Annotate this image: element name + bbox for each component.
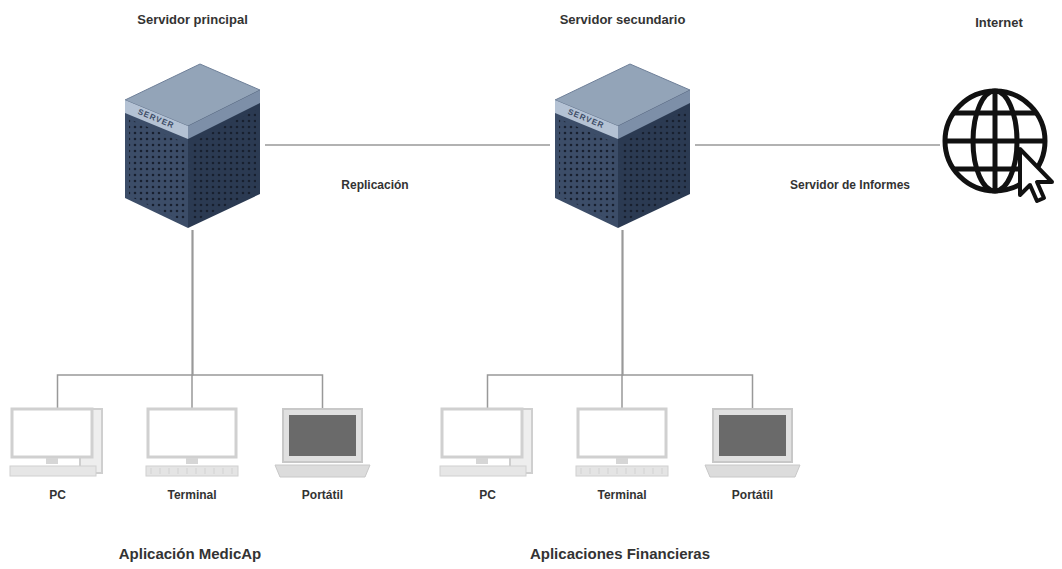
pc-icon: PC xyxy=(10,408,105,480)
server-front xyxy=(555,100,618,228)
device-label: Portátil xyxy=(732,488,773,502)
terminal-stand xyxy=(186,458,198,464)
connector-label: Replicación xyxy=(338,177,411,193)
key-stroke xyxy=(644,468,645,474)
internet-globe: Internet xyxy=(940,83,1058,205)
connector-line xyxy=(695,144,940,146)
terminal-icon-outline xyxy=(146,408,238,480)
device-label: Terminal xyxy=(167,488,216,502)
connector-line xyxy=(265,144,550,146)
node-heading: Servidor secundario xyxy=(560,12,686,28)
key-stroke xyxy=(178,468,179,474)
key-stroke xyxy=(232,468,233,474)
server-icon: Servidor principal xyxy=(120,58,265,230)
connector-line xyxy=(488,230,623,408)
laptop-base xyxy=(275,465,370,477)
laptop-base xyxy=(705,465,800,477)
server-side xyxy=(188,90,260,228)
key-stroke xyxy=(635,468,636,474)
key-stroke xyxy=(160,468,161,474)
pc-icon-outline xyxy=(10,408,105,480)
terminal-icon: Terminal xyxy=(576,408,668,480)
key-stroke xyxy=(169,468,170,474)
terminal-keyboard xyxy=(576,466,668,476)
group-caption: Aplicación MedicAp xyxy=(119,545,262,563)
device-label: Terminal xyxy=(597,488,646,502)
server-front xyxy=(125,100,188,228)
server-icon-outline xyxy=(550,58,695,230)
connector-line xyxy=(193,230,323,408)
server-side xyxy=(618,90,690,228)
internet-globe-outline xyxy=(940,83,1058,205)
cursor-arrow xyxy=(1020,149,1052,201)
laptop-screen xyxy=(289,415,356,456)
terminal-monitor xyxy=(578,409,666,457)
server-vents xyxy=(129,119,185,222)
terminal-keyboard xyxy=(146,466,238,476)
key-stroke xyxy=(223,468,224,474)
connector-line xyxy=(58,230,193,408)
key-stroke xyxy=(653,468,654,474)
key-stroke xyxy=(214,468,215,474)
pc-keyboard xyxy=(440,466,526,476)
pc-stand xyxy=(46,458,58,464)
terminal-monitor xyxy=(148,409,236,457)
pc-icon-outline xyxy=(440,408,535,480)
group-caption: Aplicaciones Financieras xyxy=(530,545,710,563)
key-stroke xyxy=(205,468,206,474)
key-stroke xyxy=(662,468,663,474)
laptop-icon: Portátil xyxy=(275,408,370,480)
laptop-icon-outline xyxy=(275,408,370,480)
server-vents xyxy=(559,119,615,222)
server-icon-outline xyxy=(120,58,265,230)
device-label: PC xyxy=(479,488,496,502)
key-stroke xyxy=(187,468,188,474)
laptop-lid xyxy=(283,409,362,462)
server-icon: Servidor secundario xyxy=(550,58,695,230)
device-label: Portátil xyxy=(302,488,343,502)
key-stroke xyxy=(617,468,618,474)
key-stroke xyxy=(590,468,591,474)
device-label: PC xyxy=(49,488,66,502)
terminal-icon: Terminal xyxy=(146,408,238,480)
server-vents xyxy=(191,110,256,223)
pc-monitor xyxy=(12,409,92,457)
laptop-icon: Portátil xyxy=(705,408,800,480)
pc-stand xyxy=(476,458,488,464)
key-stroke xyxy=(196,468,197,474)
pc-icon: PC xyxy=(440,408,535,480)
laptop-screen xyxy=(719,415,786,456)
key-stroke xyxy=(151,468,152,474)
key-stroke xyxy=(599,468,600,474)
terminal-icon-outline xyxy=(576,408,668,480)
pc-keyboard xyxy=(10,466,96,476)
key-stroke xyxy=(581,468,582,474)
laptop-lid xyxy=(713,409,792,462)
node-heading: Internet xyxy=(975,15,1023,31)
key-stroke xyxy=(608,468,609,474)
terminal-stand xyxy=(616,458,628,464)
server-vents xyxy=(621,110,686,223)
pc-monitor xyxy=(442,409,522,457)
connector-label: Servidor de Informes xyxy=(787,177,913,193)
node-heading: Servidor principal xyxy=(137,12,248,28)
connector-line xyxy=(623,230,753,408)
key-stroke xyxy=(626,468,627,474)
laptop-icon-outline xyxy=(705,408,800,480)
